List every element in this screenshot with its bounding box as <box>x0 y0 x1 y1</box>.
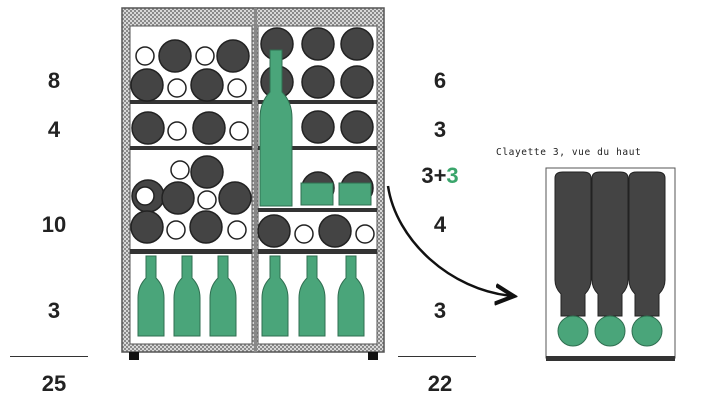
right-shelf-5-bottles <box>262 256 364 336</box>
shelf-3-top-view <box>546 168 675 361</box>
right-foot <box>368 352 378 360</box>
detail-arrow <box>388 186 512 296</box>
left-shelf-4-bottles <box>138 256 236 336</box>
left-foot <box>129 352 139 360</box>
